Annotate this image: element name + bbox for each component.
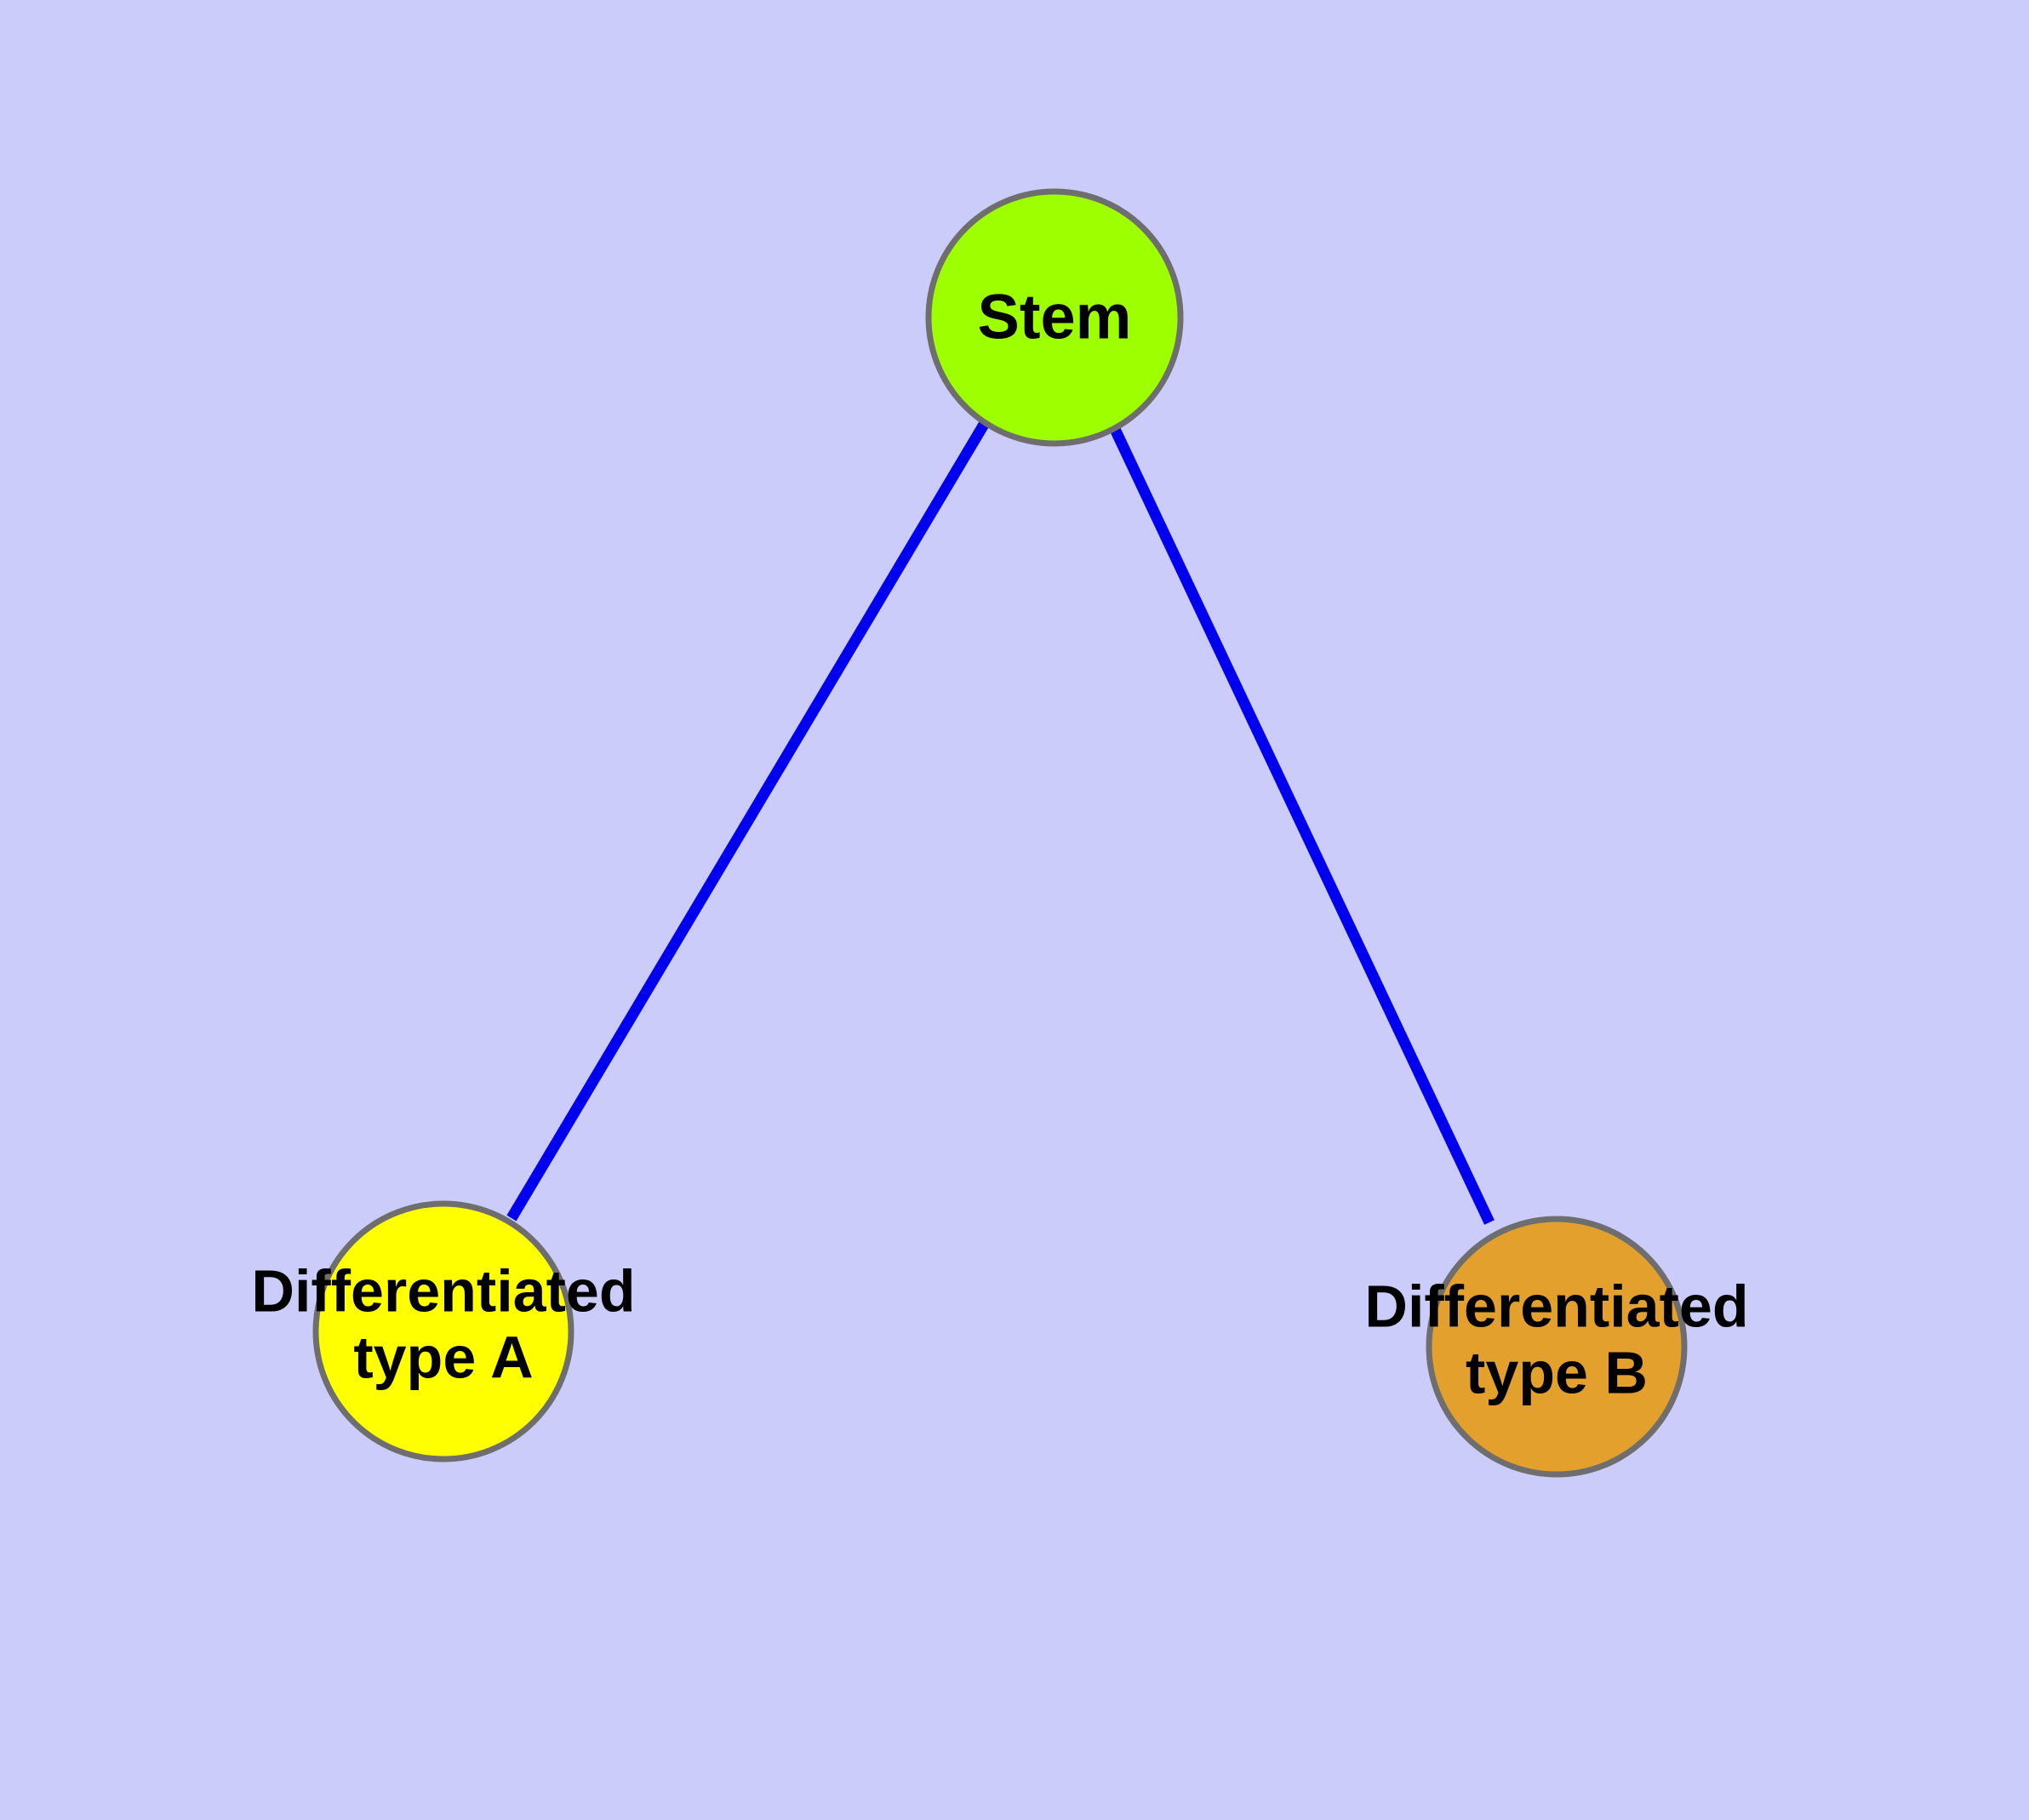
edge-stem-to-diff-a[interactable] — [506, 420, 990, 1222]
node-differentiated-type-a[interactable] — [312, 1200, 574, 1462]
nodes-layer — [312, 188, 1688, 1478]
node-differentiated-type-b[interactable] — [1426, 1216, 1688, 1478]
node-stem[interactable] — [925, 188, 1184, 447]
edges-layer — [506, 420, 1495, 1225]
edge-stem-to-diff-b[interactable] — [1109, 425, 1495, 1225]
